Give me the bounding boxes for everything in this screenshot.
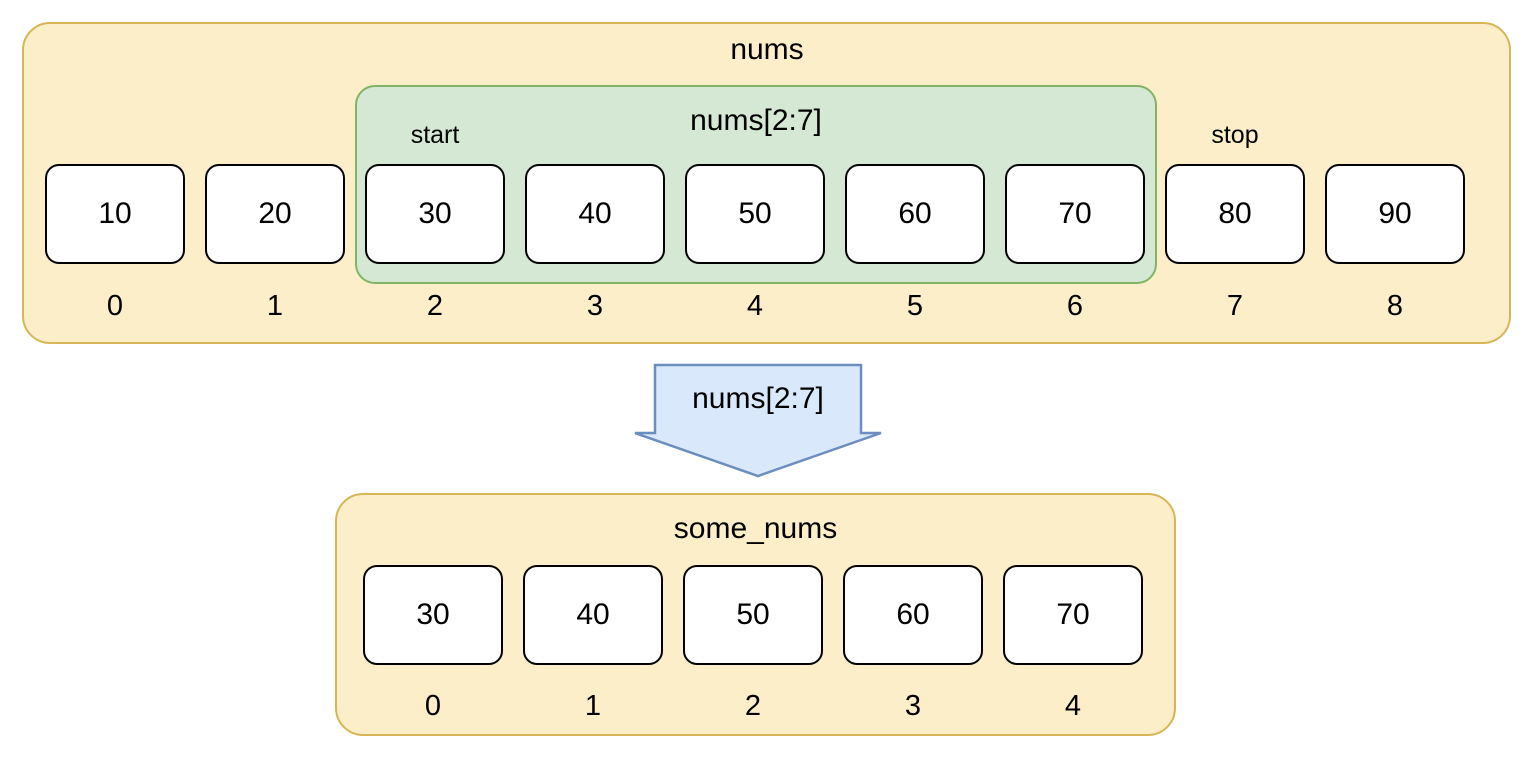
nums-cell: 50 [685, 164, 825, 264]
down-arrow-icon [633, 363, 883, 478]
nums-cell: 90 [1325, 164, 1465, 264]
nums-index-label: 2 [426, 290, 444, 322]
start-marker-label: start [410, 121, 460, 149]
nums-array-title: nums [730, 33, 804, 66]
nums-index-label: 1 [266, 290, 284, 322]
some-nums-index-label: 0 [424, 690, 442, 722]
nums-index-label: 0 [106, 290, 124, 322]
some-nums-index-label: 4 [1064, 690, 1082, 722]
slice-title: nums[2:7] [690, 104, 822, 137]
nums-index-label: 5 [906, 290, 924, 322]
some-nums-cell: 50 [683, 565, 823, 665]
some-nums-cell: 60 [843, 565, 983, 665]
nums-cell: 10 [45, 164, 185, 264]
nums-cell: 40 [525, 164, 665, 264]
nums-index-label: 4 [746, 290, 764, 322]
nums-cell: 60 [845, 164, 985, 264]
nums-index-label: 6 [1066, 290, 1084, 322]
nums-index-label: 3 [586, 290, 604, 322]
nums-cell: 30 [365, 164, 505, 264]
stop-marker-label: stop [1211, 121, 1259, 149]
nums-cell: 70 [1005, 164, 1145, 264]
some-nums-cell: 70 [1003, 565, 1143, 665]
nums-cell: 20 [205, 164, 345, 264]
some-nums-index-label: 1 [584, 690, 602, 722]
nums-index-label: 7 [1226, 290, 1244, 322]
some-nums-cell: 40 [523, 565, 663, 665]
some-nums-index-label: 3 [904, 690, 922, 722]
arrow-expression-label: nums[2:7] [692, 382, 824, 415]
nums-cell: 80 [1165, 164, 1305, 264]
nums-index-label: 8 [1386, 290, 1404, 322]
some-nums-array-title: some_nums [673, 512, 838, 545]
some-nums-index-label: 2 [744, 690, 762, 722]
some-nums-cell: 30 [363, 565, 503, 665]
